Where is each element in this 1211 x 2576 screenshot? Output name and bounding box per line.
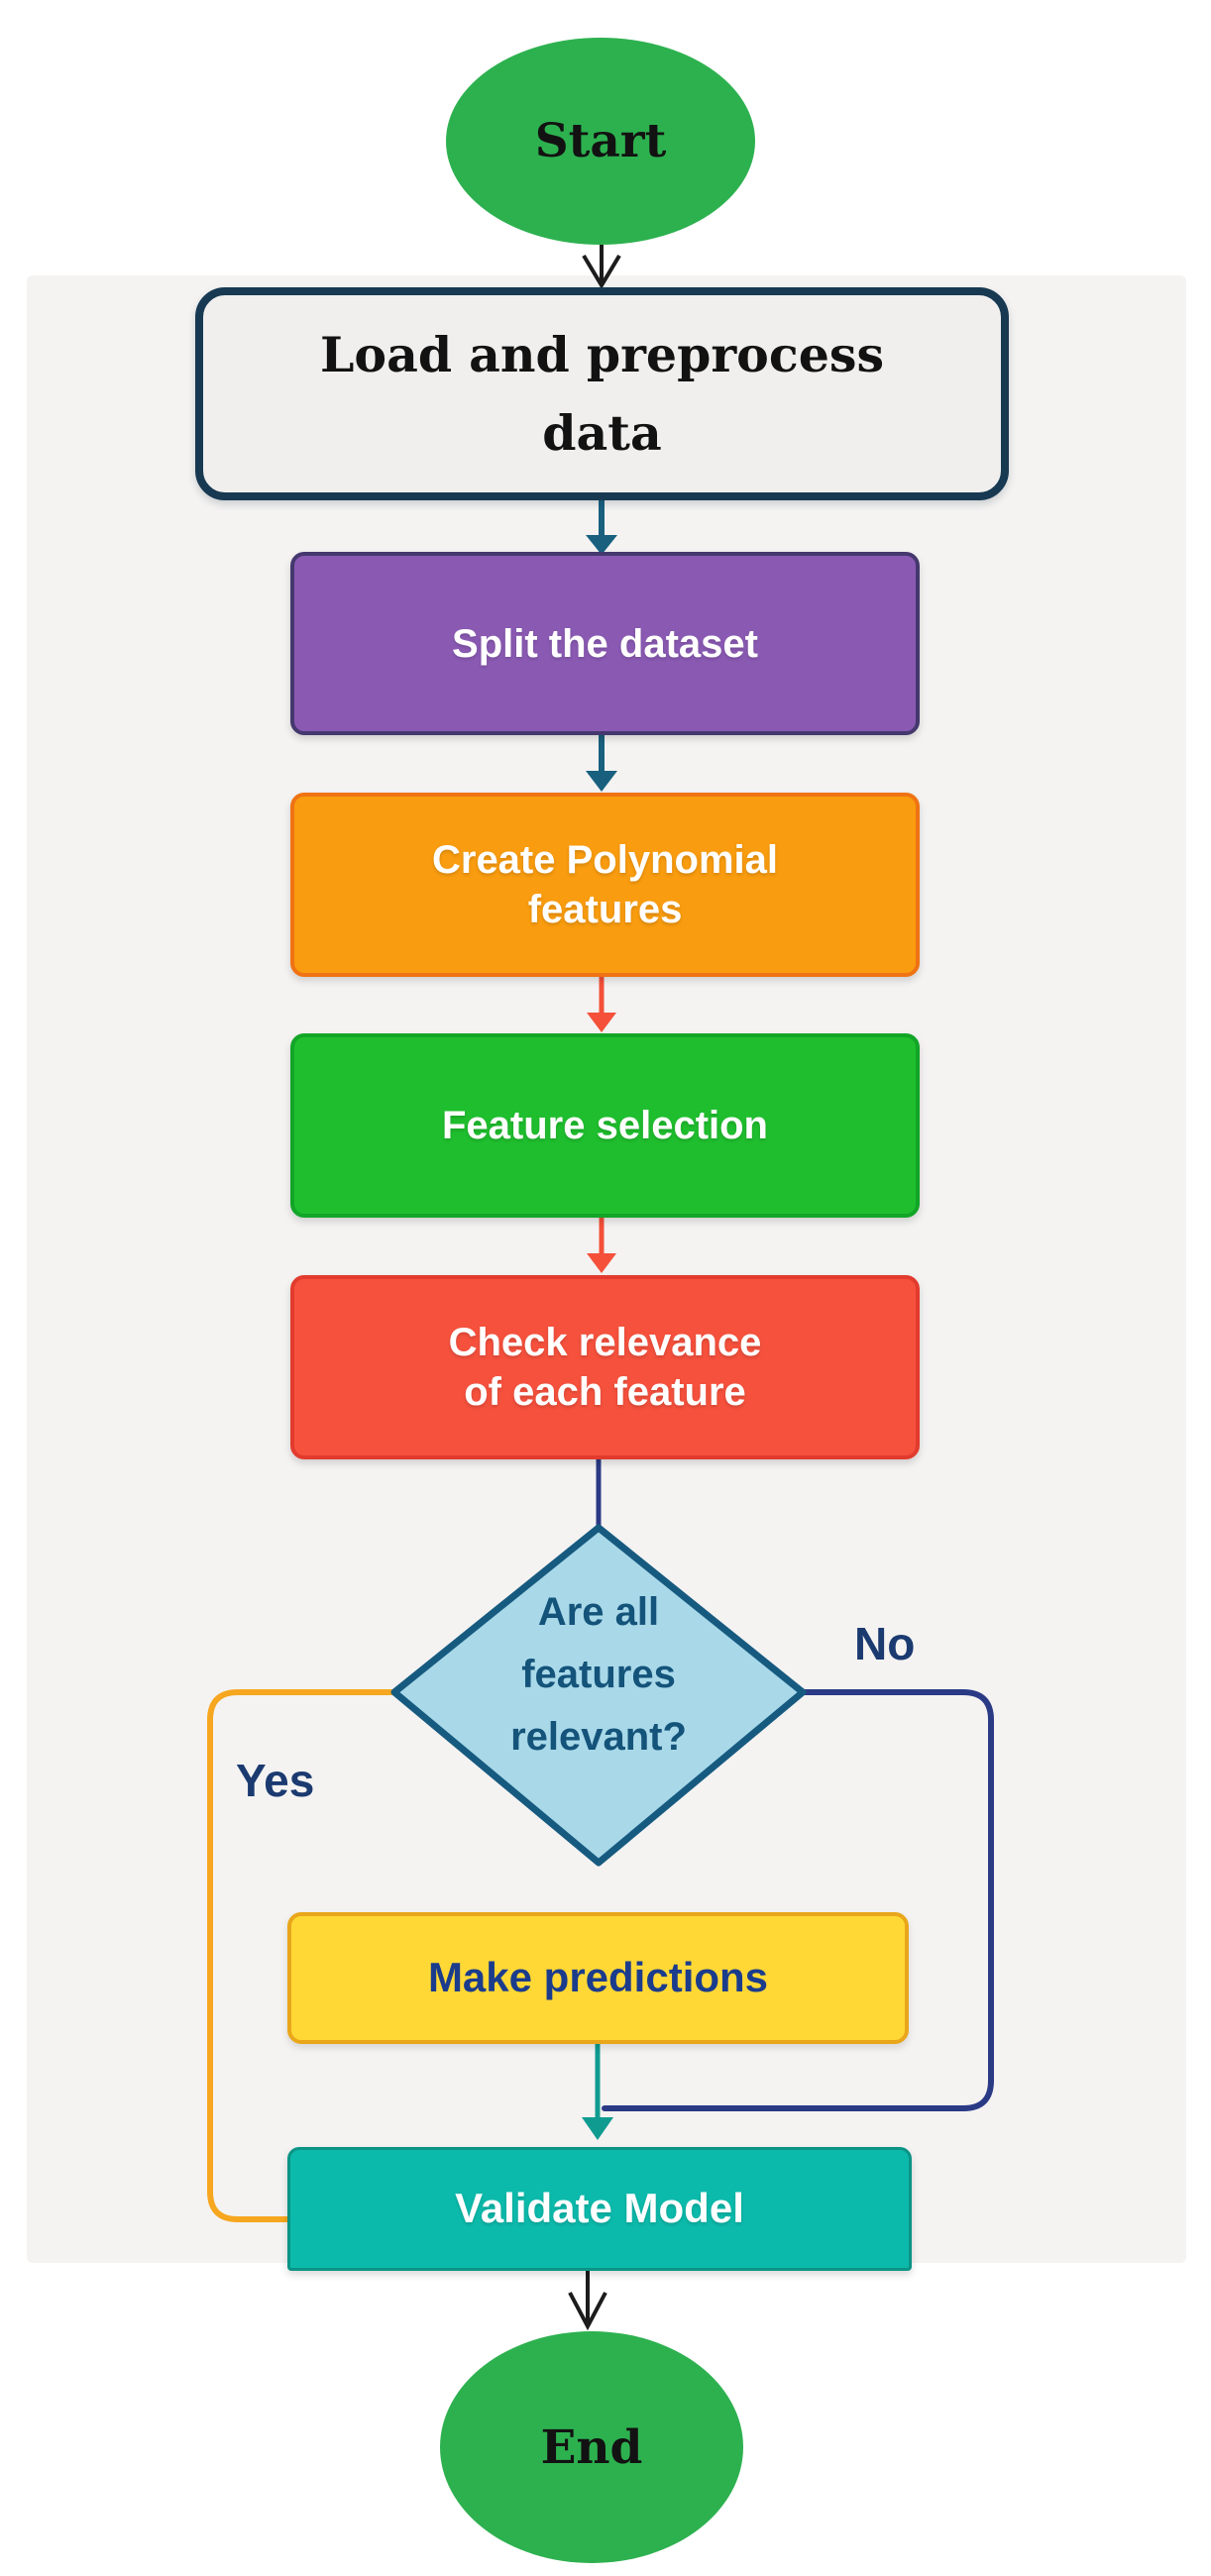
decision-line3: relevant? [510, 1715, 687, 1760]
node-start-label: Start [534, 114, 667, 168]
node-load-line2: data [542, 403, 662, 462]
label-yes: Yes [236, 1755, 315, 1806]
arrowhead-start-to-load [582, 254, 621, 289]
node-check-relevance: Check relevance of each feature [290, 1275, 920, 1459]
arrowhead-split-to-create [586, 771, 617, 792]
node-check-line2: of each feature [464, 1370, 746, 1414]
decision-line1: Are all [537, 1590, 660, 1634]
node-decision-label: Are all features relevant? [450, 1581, 747, 1770]
node-start: Start [446, 38, 755, 245]
node-load-line1: Load and preprocess [319, 326, 885, 384]
arrowhead-load-to-split [586, 535, 617, 555]
node-make-predictions: Make predictions [287, 1912, 909, 2044]
node-load-preprocess: Load and preprocess data [195, 287, 1009, 500]
node-split-dataset: Split the dataset [290, 552, 920, 735]
label-no: No [854, 1618, 916, 1669]
decision-diamond-shape [390, 1524, 807, 1867]
no-branch-path [602, 1689, 994, 2111]
node-end: End [440, 2331, 743, 2563]
node-end-label: End [540, 2419, 643, 2475]
yes-branch-path [207, 1689, 397, 2222]
node-feature-selection: Feature selection [290, 1033, 920, 1218]
node-select-label: Feature selection [441, 1104, 768, 1147]
node-check-line1: Check relevance [448, 1321, 762, 1364]
arrowhead-select-to-check [587, 1253, 616, 1273]
node-split-label: Split the dataset [452, 621, 758, 666]
arrowhead-validate-to-end [568, 2292, 607, 2331]
node-create-line2: features [527, 888, 683, 931]
node-predict-label: Make predictions [427, 1954, 769, 2001]
node-validate-model: Validate Model [287, 2147, 912, 2271]
node-create-polynomial: Create Polynomial features [290, 793, 920, 977]
arrowhead-predict-to-validate [582, 2117, 613, 2140]
node-validate-label: Validate Model [455, 2185, 744, 2232]
arrowhead-create-to-select [587, 1013, 616, 1032]
decision-line2: features [521, 1653, 676, 1697]
node-create-line1: Create Polynomial [431, 838, 778, 882]
